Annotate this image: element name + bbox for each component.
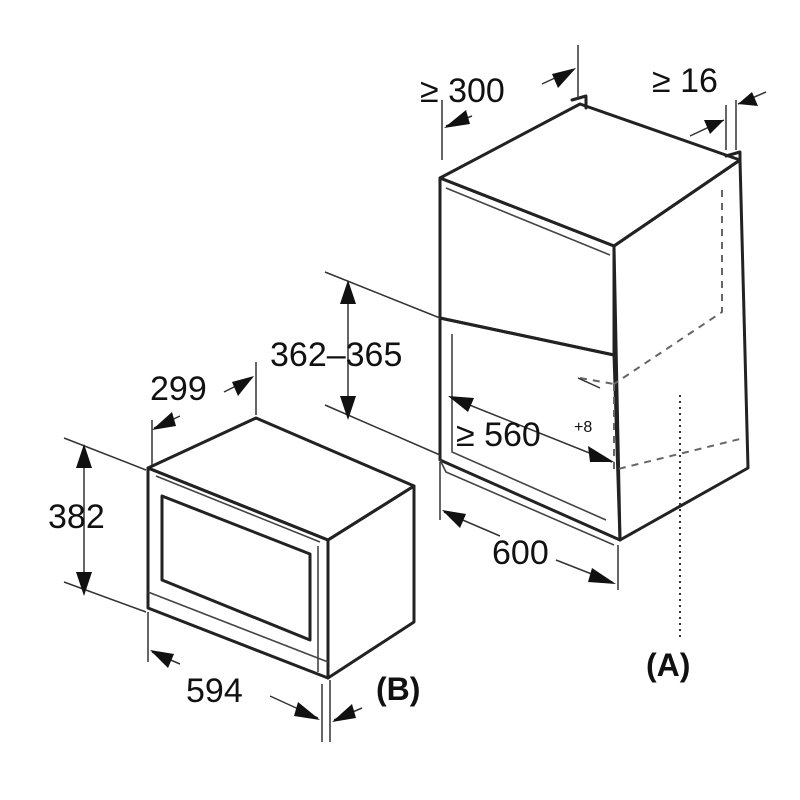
arrow-head (444, 110, 470, 128)
dimension-lines (63, 45, 767, 742)
dim-line (451, 397, 613, 463)
appliance-door-window (160, 494, 312, 642)
appliance-control-strip (147, 591, 329, 663)
arrow-head (704, 120, 724, 134)
arrow-head (76, 572, 92, 596)
cabinet-side-face (612, 158, 750, 542)
cabinet-top-face (438, 102, 742, 248)
label-appliance-depth: 299 (150, 370, 207, 408)
appliance-side-face (326, 484, 416, 680)
cabinet-front-face (438, 176, 616, 357)
label-appliance-width: 594 (186, 672, 243, 710)
cabinet-notch (570, 94, 588, 110)
label-depth-min: ≥ 300 (420, 72, 505, 110)
ext-line (63, 581, 147, 613)
arrow-head (232, 376, 254, 396)
label-niche-height: 362–365 (270, 336, 402, 374)
label-gap-min: ≥ 16 (652, 62, 718, 100)
cabinet-notch-right (724, 150, 742, 166)
hidden-edge-base (613, 384, 745, 472)
microwave-appliance (146, 416, 416, 680)
appliance-front-top-edge (155, 475, 321, 543)
arrow-head (552, 68, 576, 88)
wall-cabinet (438, 94, 750, 640)
hidden-edge-rear (613, 190, 723, 385)
arrow-head (152, 412, 176, 430)
arrow-head (332, 704, 356, 722)
cabinet-front-edge (445, 187, 611, 256)
arrow-head (340, 396, 356, 420)
arrow-head (294, 702, 320, 720)
label-cabinet-width: 600 (492, 534, 549, 572)
arrow-head (448, 396, 474, 412)
arrow-head (76, 444, 92, 468)
dimension-labels: ≥ 300 ≥ 16 362–365 299 ≥ 560 +8 382 600 … (48, 62, 718, 710)
ext-line (63, 437, 147, 471)
ext-line (324, 271, 441, 319)
label-tag-b: (B) (376, 671, 420, 707)
label-niche-width-sup: +8 (574, 419, 592, 436)
arrow-head (340, 280, 356, 304)
label-niche-width-min: ≥ 560 (456, 416, 541, 454)
arrow-head (588, 568, 616, 584)
ext-line (324, 404, 441, 456)
niche-inner-edge (451, 334, 607, 521)
arrow-head (150, 650, 174, 668)
ext-line (577, 377, 601, 389)
arrow-head (738, 92, 758, 106)
label-appliance-height: 382 (48, 498, 105, 536)
arrow-head (588, 446, 614, 462)
niche-opening (438, 316, 622, 542)
hidden-edge-top (579, 377, 615, 385)
arrow-head (442, 510, 466, 528)
niche-bottom-edge (439, 459, 615, 546)
label-tag-a: (A) (646, 647, 690, 683)
